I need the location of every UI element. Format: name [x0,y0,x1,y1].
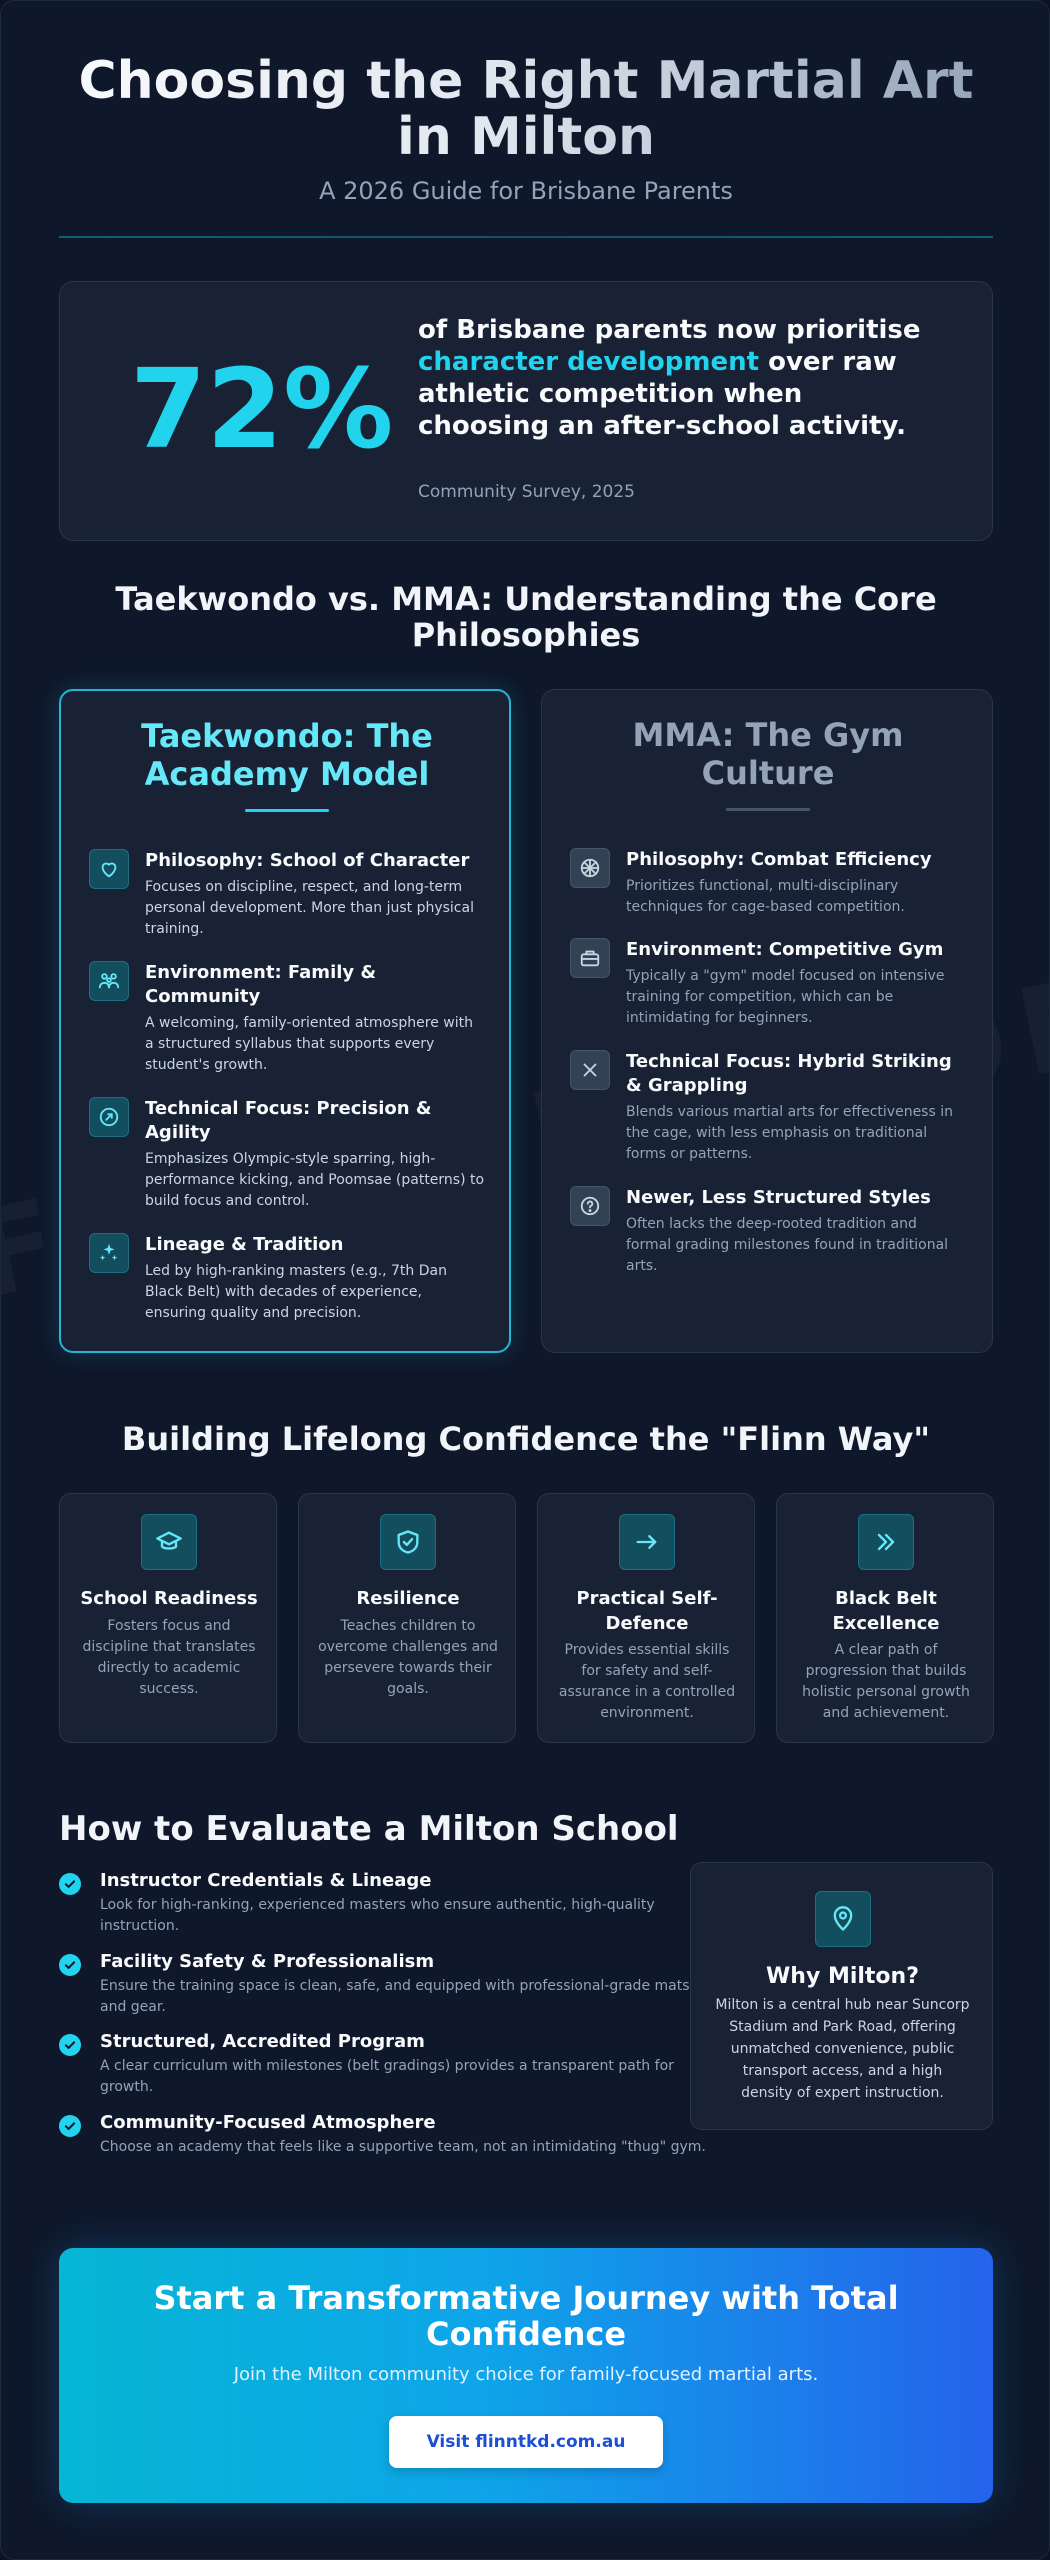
pillar-title: School Readiness [80,1588,258,1609]
pillar-desc: Provides essential skills for safety and… [558,1642,736,1721]
stat-source: Community Survey, 2025 [418,482,635,502]
graduation-cap-icon [141,1514,197,1570]
checklist-title: Instructor Credentials & Lineage [100,1870,432,1891]
check-icon [59,1954,81,1976]
feature-desc: Typically a "gym" model focused on inten… [626,968,945,1026]
checklist-desc: Choose an academy that feels like a supp… [100,2139,706,2155]
compare-section-title: Taekwondo vs. MMA: Understanding the Cor… [115,580,937,654]
shield-check-icon [380,1514,436,1570]
stat-number: 72% [130,345,394,473]
check-icon [59,2115,81,2137]
sparkles-icon [89,1233,129,1273]
crosshair-icon [570,848,610,888]
feature-title: Philosophy: School of Character [145,850,470,871]
confidence-section-title: Building Lifelong Confidence the "Flinn … [121,1420,931,1458]
pillar-card: Practical Self-Defence Provides essentia… [537,1493,755,1743]
header: Choosing the Right Martial Art in Milton… [59,53,993,205]
stat-text: of Brisbane parents now prioritise chara… [418,314,938,442]
feature-desc: Prioritizes functional, multi-disciplina… [626,878,905,915]
stat-text-before: of Brisbane parents now prioritise [418,315,921,345]
mma-card-title: MMA: The Gym Culture [632,716,904,792]
feature-desc: A welcoming, family-oriented atmosphere … [145,1015,473,1073]
visit-website-button[interactable]: Visit flinntkd.com.au [389,2416,663,2468]
check-icon [59,2034,81,2056]
feature-desc: Focuses on discipline, respect, and long… [145,879,474,937]
taekwondo-card-rule [245,809,329,812]
pillar-title: Black Belt Excellence [832,1588,940,1634]
evaluate-section-title: How to Evaluate a Milton School [59,1809,679,1849]
feature-desc: Often lacks the deep-rooted tradition an… [626,1216,949,1274]
why-milton-card: Why Milton? Milton is a central hub near… [690,1862,993,2130]
stat-text-after: over raw athletic competition when choos… [418,347,906,441]
checklist-desc: A clear curriculum with milestones (belt… [100,2058,674,2095]
question-circle-icon [570,1186,610,1226]
pillar-card: Black Belt Excellence A clear path of pr… [776,1493,994,1743]
feature-desc: Blends various martial arts for effectiv… [626,1104,953,1162]
double-chevron-icon [858,1514,914,1570]
feature-desc: Emphasizes Olympic-style sparring, high-… [145,1151,485,1209]
stat-highlight: character development [418,347,760,377]
pillar-card: Resilience Teaches children to overcome … [298,1493,516,1743]
family-icon [89,961,129,1001]
arrow-right-icon [619,1514,675,1570]
cta-title: Start a Transformative Journey with Tota… [153,2279,899,2353]
checklist-title: Community-Focused Atmosphere [100,2112,436,2133]
checklist-title: Facility Safety & Professionalism [100,1951,435,1972]
mma-card-rule [726,808,810,811]
why-milton-desc: Milton is a central hub near Suncorp Sta… [715,1997,970,2101]
checklist-desc: Look for high-ranking, experienced maste… [100,1897,655,1934]
gym-bag-icon [570,938,610,978]
page-subtitle: A 2026 Guide for Brisbane Parents [319,177,733,205]
target-arrow-icon [89,1097,129,1137]
pillar-card: School Readiness Fosters focus and disci… [59,1493,277,1743]
cta-banner: Start a Transformative Journey with Tota… [59,2248,993,2503]
checklist-title: Structured, Accredited Program [100,2031,425,2052]
stat-card: 72% of Brisbane parents now prioritise c… [59,281,993,541]
pillar-title: Practical Self-Defence [576,1588,718,1634]
map-pin-icon [815,1891,871,1947]
feature-title: Technical Focus: Hybrid Striking & Grapp… [626,1051,952,1096]
pillar-desc: Teaches children to overcome challenges … [318,1618,498,1697]
pillar-title: Resilience [356,1588,460,1609]
feature-title: Philosophy: Combat Efficiency [626,849,932,870]
cta-subtitle: Join the Milton community choice for fam… [233,2364,819,2385]
x-icon [570,1050,610,1090]
feature-title: Technical Focus: Precision & Agility [145,1098,432,1143]
feature-desc: Led by high-ranking masters (e.g., 7th D… [145,1263,447,1321]
feature-title: Environment: Family & Community [145,962,377,1007]
feature-title: Newer, Less Structured Styles [626,1187,931,1208]
heart-icon [89,849,129,889]
page-title: Choosing the Right Martial Art in Milton [59,53,993,165]
pillar-desc: Fosters focus and discipline that transl… [82,1618,256,1697]
taekwondo-card: Taekwondo: The Academy Model Philosophy:… [59,689,511,1353]
taekwondo-card-title: Taekwondo: The Academy Model [141,717,433,793]
header-divider [59,236,993,238]
mma-card: MMA: The Gym Culture Philosophy: Combat … [541,689,993,1353]
feature-title: Lineage & Tradition [145,1234,344,1255]
checklist-desc: Ensure the training space is clean, safe… [100,1978,690,2015]
check-icon [59,1873,81,1895]
pillar-desc: A clear path of progression that builds … [802,1642,970,1721]
feature-title: Environment: Competitive Gym [626,939,944,960]
why-milton-title: Why Milton? [766,1964,919,1989]
